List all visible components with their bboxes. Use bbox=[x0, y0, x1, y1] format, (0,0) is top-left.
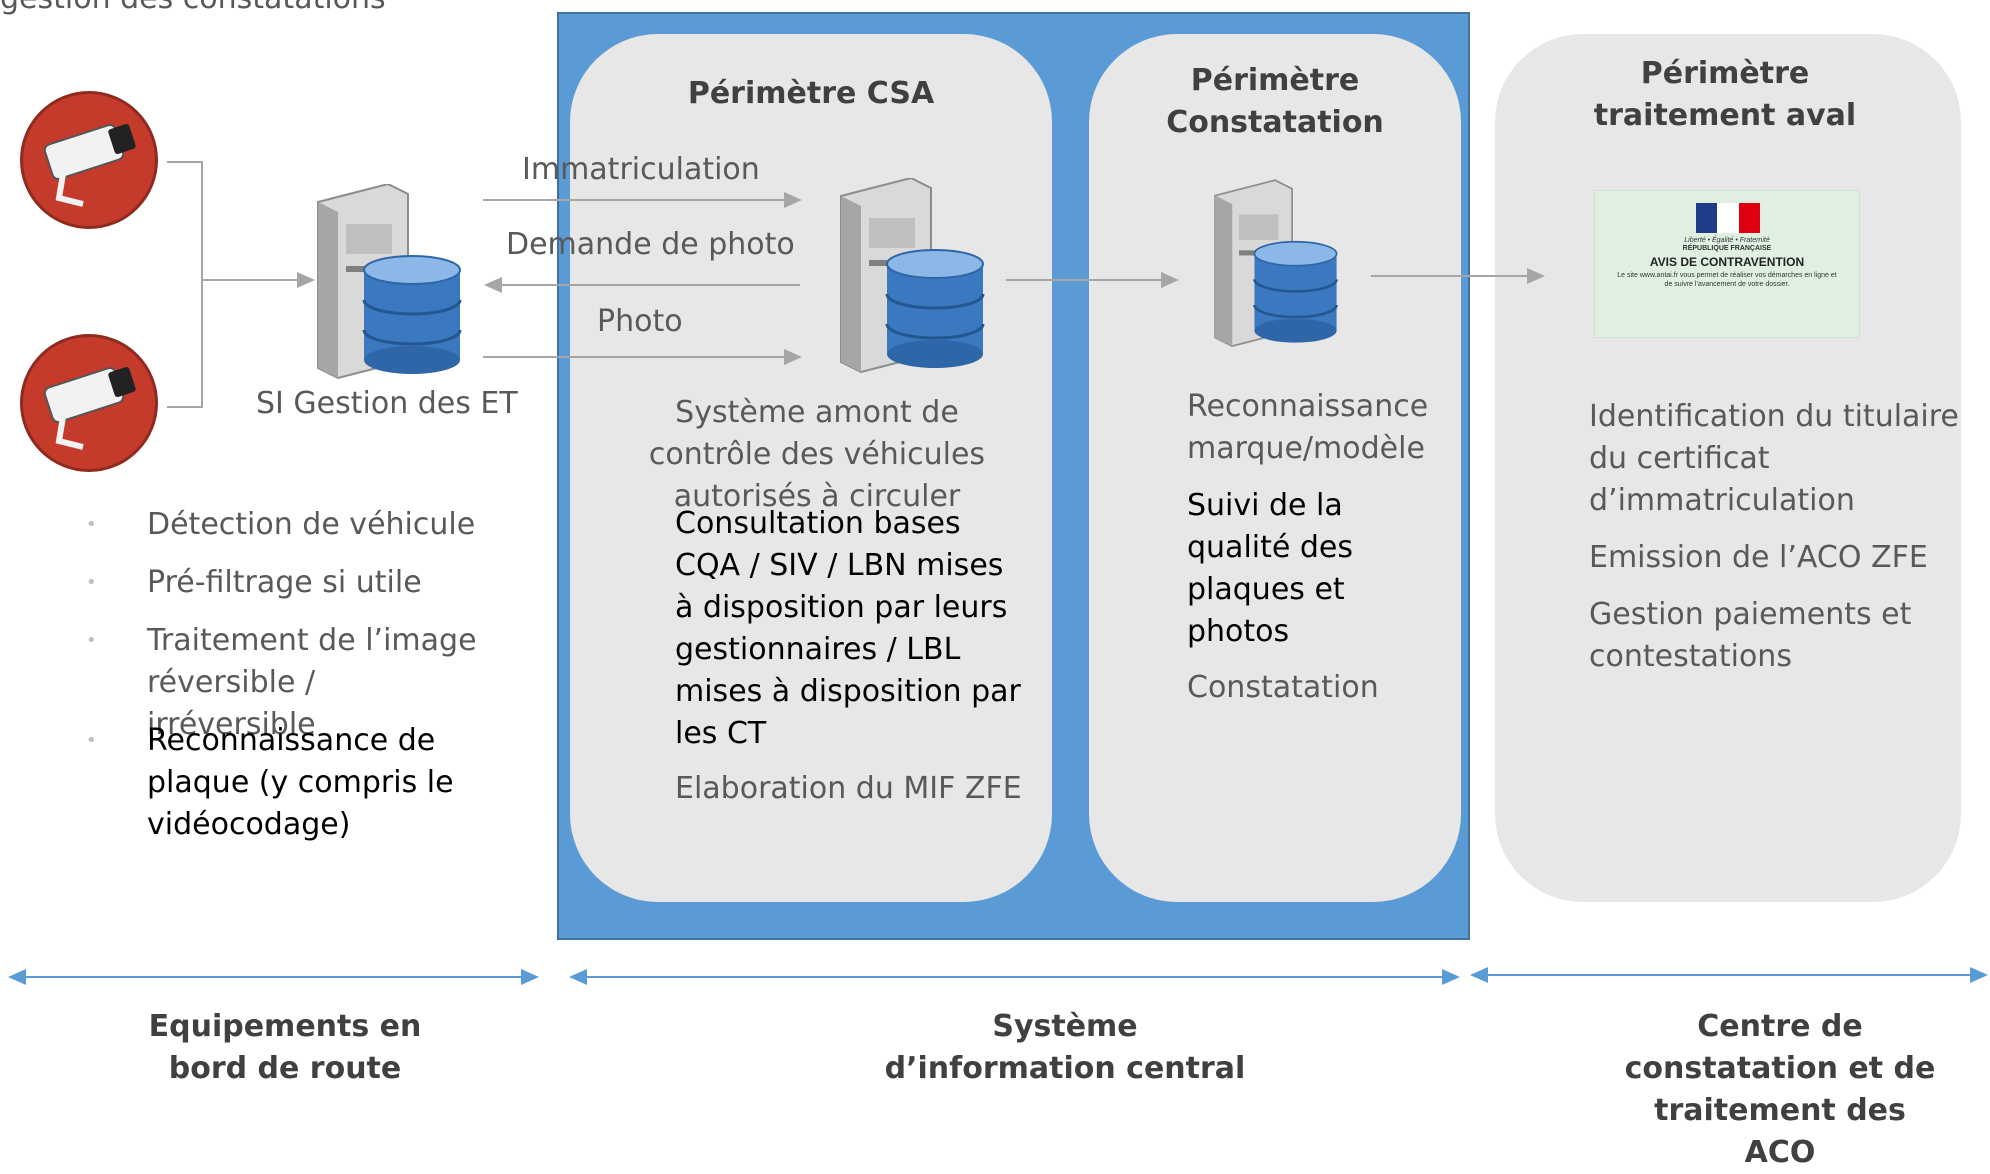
aval-identification: Identification du titulaire du certifica… bbox=[1589, 399, 1959, 518]
aval-title-line1: Périmètre bbox=[1640, 56, 1810, 91]
french-flag-logo bbox=[1696, 203, 1760, 233]
constatation-title-line2: Constatation bbox=[1166, 105, 1384, 140]
constatation-constatation: Constatation bbox=[1187, 670, 1379, 705]
csa-elaboration: Elaboration du MIF ZFE bbox=[675, 771, 1022, 806]
camera-icon bbox=[20, 334, 158, 472]
aval-emission: Emission de l’ACO ZFE bbox=[1589, 540, 1928, 575]
server-database-icon bbox=[317, 184, 462, 380]
csa-consultation: Consultation bases CQA / SIV / LBN mises… bbox=[675, 506, 1021, 751]
camera-bracket bbox=[167, 161, 203, 408]
notice-title: AVIS DE CONTRAVENTION bbox=[1649, 255, 1805, 269]
connectors bbox=[8, 161, 1988, 985]
notice-line1: Le site www.antai.fr vous permet de réal… bbox=[1617, 272, 1837, 279]
aval-title-line2: traitement aval bbox=[1593, 98, 1857, 133]
notice-republic: RÉPUBLIQUE FRANÇAISE bbox=[1682, 245, 1772, 252]
top-cut-text: gestion des constatations bbox=[0, 0, 386, 20]
csa-subtitle: Système amont de contrôle des véhicules … bbox=[648, 395, 986, 514]
aval-panel bbox=[1495, 34, 1961, 902]
server-database-icon bbox=[840, 178, 985, 374]
flow-label-photo: Photo bbox=[597, 304, 683, 339]
constatation-panel bbox=[1089, 34, 1461, 902]
avis-contravention-image: Liberté • Égalité • Fraternité RÉPUBLIQU… bbox=[1594, 190, 1860, 338]
bottom-label-si-central: Système d’information central bbox=[884, 1009, 1246, 1086]
flow-label-immatriculation: Immatriculation bbox=[522, 152, 760, 187]
bottom-label-equipements: Equipements en bord de route bbox=[148, 1009, 422, 1086]
flow-label-demande-photo: Demande de photo bbox=[506, 227, 795, 262]
csa-title: Périmètre CSA bbox=[687, 76, 935, 111]
camera-icon bbox=[20, 91, 158, 229]
notice-motto: Liberté • Égalité • Fraternité bbox=[1684, 237, 1770, 244]
si-gestion-label: SI Gestion des ET bbox=[256, 386, 518, 421]
constatation-title-line1: Périmètre bbox=[1190, 63, 1360, 98]
constatation-reconnaissance: Reconnaissance marque/modèle bbox=[1187, 389, 1429, 466]
aval-gestion: Gestion paiements et contestations bbox=[1589, 597, 1912, 674]
notice-line2: de suivre l’avancement de votre dossier. bbox=[1664, 281, 1790, 288]
bottom-label-centre: Centre de constatation et de traitement … bbox=[1624, 1009, 1936, 1170]
csa-panel bbox=[570, 34, 1052, 902]
constatation-suivi: Suivi de la qualité des plaques et photo… bbox=[1187, 488, 1353, 649]
server-database-icon bbox=[1214, 179, 1338, 348]
